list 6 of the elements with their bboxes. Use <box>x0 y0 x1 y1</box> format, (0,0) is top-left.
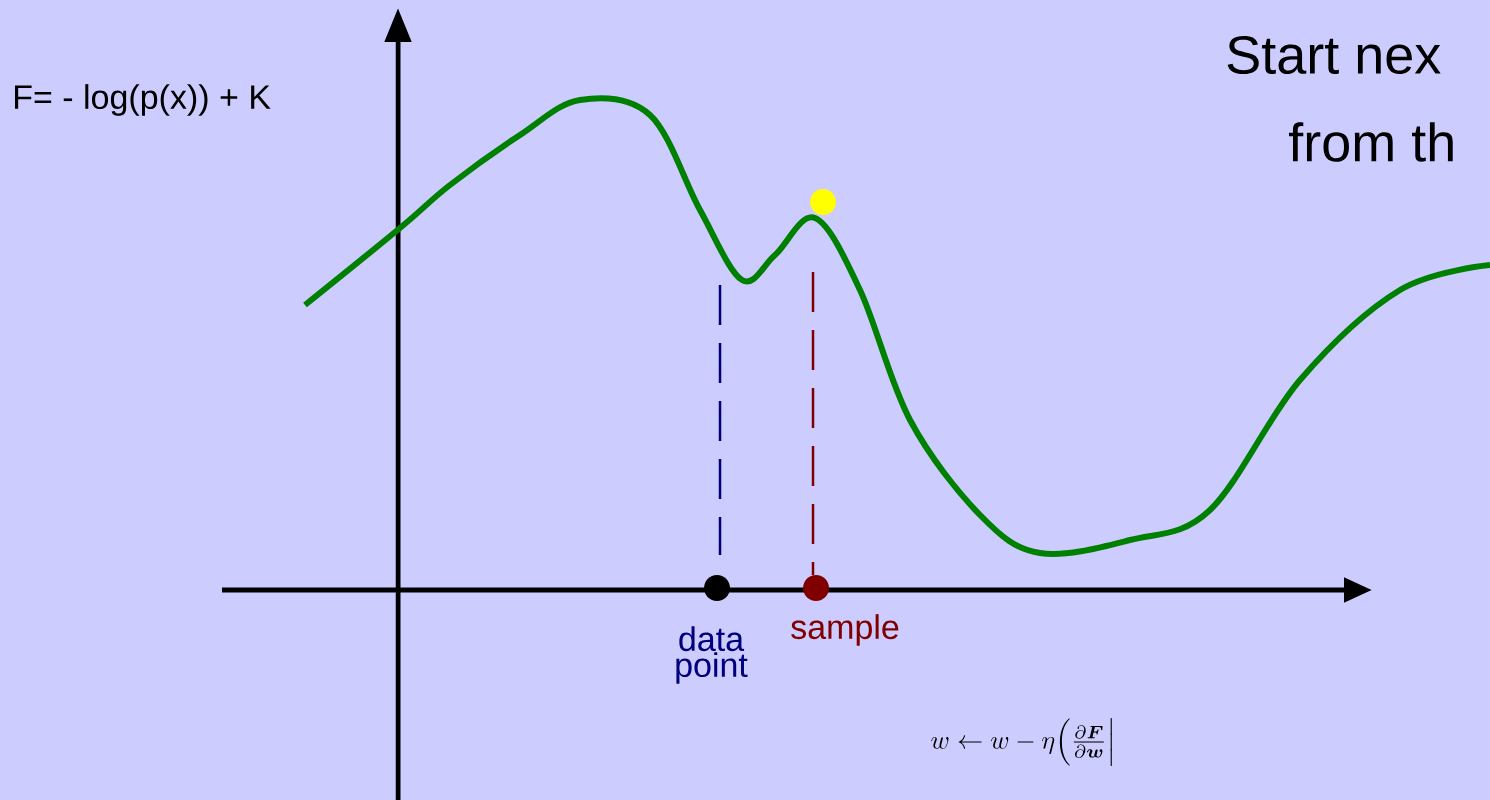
annotation-text: Start nex <box>1227 35 1441 75</box>
axis-label: F= - log(p(x)) + K <box>15 84 271 116</box>
point-label: data point <box>676 626 748 684</box>
annotation-text: from th <box>1289 122 1453 162</box>
point-label: sample <box>791 614 899 646</box>
formula: $w \leftarrow w - \eta \Big( \frac{\partial \boldsymbol{F}}{\partial \boldsymbol{w}} \Big|$ <box>931 718 1112 766</box>
